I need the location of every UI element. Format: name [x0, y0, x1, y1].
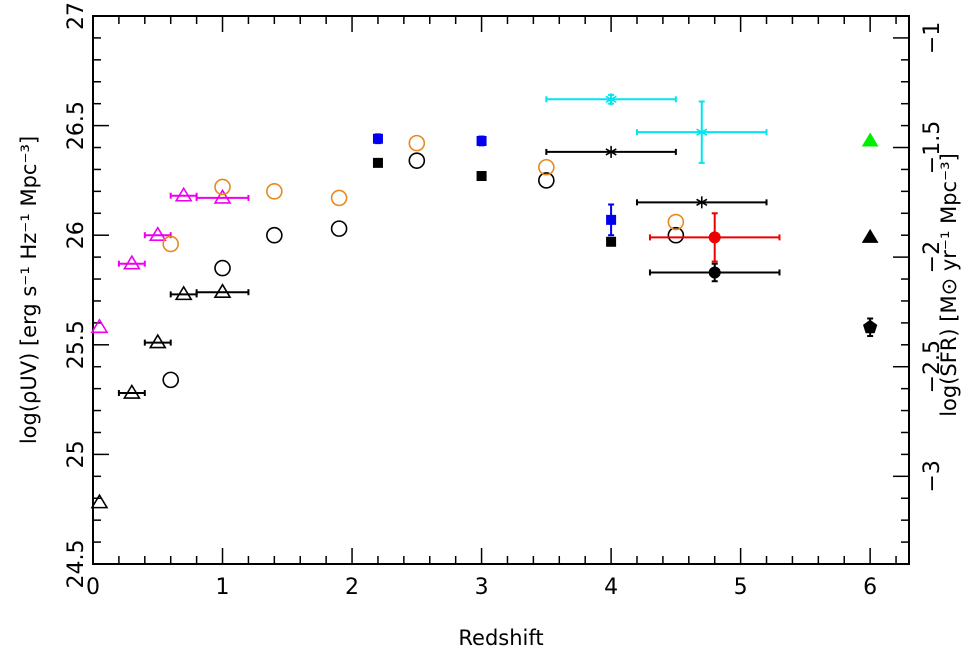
open-circle-marker — [162, 235, 180, 253]
y-tick-label: 26.5 — [64, 101, 89, 150]
x-tick-label: 3 — [475, 575, 489, 600]
open-triangle-marker — [122, 254, 141, 270]
asterisk-stroke — [605, 95, 617, 103]
x-tick-label: 5 — [734, 575, 748, 600]
open-triangle-marker — [148, 226, 167, 241]
y2-tick-label: −2.5 — [920, 340, 945, 393]
open-circle-marker — [538, 158, 555, 176]
asterisk-marker — [605, 145, 617, 158]
y-axis-title: log(ρUV) [erg s⁻¹ Hz⁻¹ Mpc⁻³] — [17, 136, 41, 444]
filled-square-marker — [476, 171, 487, 182]
x-axis-title: Redshift — [458, 626, 543, 650]
data-points — [90, 93, 879, 509]
x-tick-label: 6 — [863, 575, 877, 600]
plot-frame — [92, 15, 910, 565]
axis-ticks — [92, 15, 909, 565]
open-circle-marker — [667, 213, 685, 231]
open-triangle-marker — [213, 188, 232, 204]
open-circle-marker — [266, 226, 283, 244]
y-tick-label: 24.5 — [64, 540, 89, 589]
x-tick-label: 4 — [604, 575, 618, 600]
open-circle-marker — [330, 189, 348, 207]
x-tick-label: 0 — [86, 575, 100, 600]
open-circle-marker — [330, 220, 348, 237]
open-triangle-marker — [122, 383, 141, 399]
open-circle-marker — [408, 152, 426, 169]
y-tick-label: 25 — [64, 440, 89, 468]
filled-square-marker — [476, 135, 487, 146]
filled-triangle-marker — [861, 132, 879, 147]
asterisk-marker — [696, 196, 708, 209]
open-triangle-marker — [148, 333, 167, 349]
y-tick-label: 25.5 — [64, 320, 89, 369]
y-tick-label: 26 — [64, 221, 89, 249]
filled-square-marker — [606, 214, 617, 225]
open-circle-marker — [667, 226, 685, 244]
open-triangle-marker — [90, 493, 109, 509]
axis-tick-labels: 0 1 2 3 4 5 6 24.5 25 25.5 26 26.5 27 −3 −2.5 −2 −1.5 −1 — [64, 2, 945, 600]
filled-square-marker — [372, 133, 383, 144]
x-tick-label: 1 — [216, 575, 230, 600]
filled-square-marker — [372, 157, 383, 168]
filled-circle-marker — [708, 231, 721, 244]
filled-square-marker — [606, 236, 617, 247]
open-circle-marker — [408, 134, 426, 152]
asterisk-stroke — [696, 128, 708, 136]
open-circle-marker — [214, 178, 231, 196]
open-circle-marker — [214, 259, 231, 277]
asterisk-marker — [696, 126, 708, 139]
asterisk-stroke — [605, 148, 617, 156]
asterisk-marker — [605, 93, 617, 106]
open-circle-marker — [538, 172, 555, 189]
open-circle-marker — [162, 371, 180, 389]
open-triangle-marker — [213, 283, 232, 298]
filled-circle-marker — [708, 266, 721, 279]
y2-tick-label: −2 — [920, 241, 945, 273]
filled-triangle-marker — [861, 228, 879, 243]
open-triangle-marker — [174, 186, 193, 202]
y2-tick-label: −3 — [920, 460, 945, 492]
x-tick-label: 2 — [345, 575, 359, 600]
open-triangle-marker — [90, 318, 109, 334]
y2-axis-title: log(SFR) [M⊙ yr⁻¹ Mpc⁻³] — [937, 153, 961, 417]
asterisk-stroke — [696, 198, 708, 207]
y2-tick-label: −1 — [920, 22, 945, 54]
open-circle-marker — [266, 183, 283, 200]
open-triangle-marker — [174, 285, 193, 301]
y-tick-label: 27 — [64, 2, 89, 30]
y2-tick-label: −1.5 — [920, 121, 945, 174]
filled-pentagon-marker — [863, 319, 878, 334]
